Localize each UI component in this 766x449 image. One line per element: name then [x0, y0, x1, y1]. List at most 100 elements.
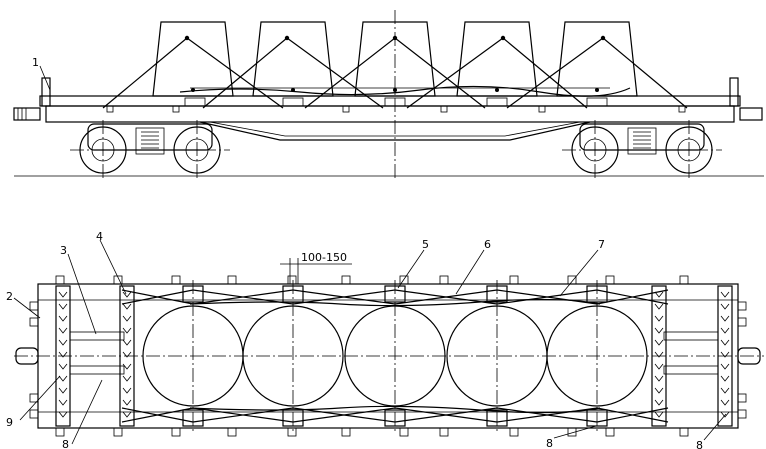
hatch-mark: [720, 351, 730, 358]
cargo-body: [252, 21, 334, 97]
tie-wire: [102, 37, 188, 109]
cargo-body: [354, 21, 436, 97]
stake-pocket: [737, 409, 747, 419]
end-stanchion-left: [41, 77, 51, 107]
hatch-mark: [720, 375, 730, 382]
hatch-mark: [122, 327, 132, 334]
coupler-right: [739, 107, 763, 121]
hatch-mark: [720, 411, 730, 418]
tie-wires: [121, 289, 669, 423]
stake-pocket: [113, 427, 123, 437]
longitudinal-bar: [69, 331, 125, 341]
callout-7: 7: [598, 238, 605, 251]
platform-deck: [39, 95, 741, 107]
callout-4: 4: [96, 230, 103, 243]
wooden-bar: [282, 97, 304, 107]
tie-wire: [406, 37, 504, 109]
stake-pocket-side: [342, 105, 350, 113]
side-view: 1: [13, 10, 764, 180]
hatch-mark: [720, 315, 730, 322]
stake-pocket: [55, 275, 65, 285]
top-view: 100-150 2 3 4 5 6 7 8 8 8 9: [6, 230, 764, 449]
stake-pocket: [171, 427, 181, 437]
stake-pocket: [29, 409, 39, 419]
stake-pocket: [113, 275, 123, 285]
tie-wire: [292, 289, 396, 305]
hatch-mark: [122, 387, 132, 394]
tie-wire: [596, 289, 669, 305]
center-sill-belly: [199, 121, 591, 141]
center-sill-inner: [209, 121, 581, 137]
hatch-mark: [654, 303, 664, 310]
tie-wire: [286, 37, 384, 109]
hatch-mark: [720, 303, 730, 310]
tie-wire: [602, 37, 688, 109]
hatch-mark: [720, 327, 730, 334]
stake-pocket: [439, 275, 449, 285]
stake-pocket: [29, 301, 39, 311]
stake-pocket: [679, 275, 689, 285]
stake-pocket: [171, 275, 181, 285]
hatch-mark: [58, 387, 68, 394]
hatch-mark: [122, 351, 132, 358]
hatch-mark: [654, 375, 664, 382]
stake-pocket: [737, 301, 747, 311]
stake-pocket-side: [106, 105, 114, 113]
stake-pocket: [341, 275, 351, 285]
stake-pocket: [29, 317, 39, 327]
tie-wire: [292, 407, 396, 423]
callout-1: 1: [32, 56, 39, 69]
dimension-100-150: 100-150: [301, 251, 347, 264]
tie-point: [495, 88, 499, 92]
callout-8-middle: 8: [546, 437, 553, 449]
hatch-mark: [654, 291, 664, 298]
coupler-top-left: [15, 347, 39, 365]
hatch-mark: [720, 387, 730, 394]
tie-wire: [304, 37, 396, 109]
wooden-bar: [384, 97, 406, 107]
stake-pocket: [439, 427, 449, 437]
wooden-bar: [586, 97, 608, 107]
stake-pocket: [55, 427, 65, 437]
tie-wire: [496, 289, 598, 305]
bogie-left: [70, 120, 230, 180]
coupler-left: [13, 107, 41, 121]
hatch-mark: [58, 399, 68, 406]
hatch-mark: [122, 411, 132, 418]
callout-2: 2: [6, 290, 13, 303]
callout-6: 6: [484, 238, 491, 251]
stake-pocket: [605, 275, 615, 285]
hatch-mark: [654, 363, 664, 370]
stake-pocket-side: [538, 105, 546, 113]
cargo-top-view: [142, 280, 648, 432]
hatch-mark: [654, 339, 664, 346]
stake-pocket: [679, 427, 689, 437]
hatched-bar: [651, 285, 667, 427]
cargo-body: [556, 21, 638, 97]
hatched-bar: [717, 285, 733, 427]
stake-pocket: [227, 275, 237, 285]
hatch-mark: [122, 399, 132, 406]
callout-8-right: 8: [696, 439, 703, 449]
tie-wire: [596, 407, 669, 423]
stake-pocket: [341, 427, 351, 437]
hatch-mark: [58, 327, 68, 334]
longitudinal-bar: [69, 365, 125, 375]
tie-wire: [121, 289, 194, 305]
hatch-mark: [58, 411, 68, 418]
end-stanchion-right: [729, 77, 739, 107]
tie-wire: [186, 37, 284, 109]
stake-pocket: [287, 427, 297, 437]
wooden-bars-side: [106, 97, 686, 113]
tie-wire: [506, 37, 604, 109]
hatch-mark: [58, 339, 68, 346]
stake-pocket: [399, 427, 409, 437]
hatch-mark: [58, 375, 68, 382]
stake-pocket: [509, 427, 519, 437]
stake-pocket: [227, 427, 237, 437]
tie-wire: [192, 289, 294, 305]
stake-pocket: [737, 317, 747, 327]
stake-pocket: [287, 275, 297, 285]
callout-9: 9: [6, 416, 13, 429]
